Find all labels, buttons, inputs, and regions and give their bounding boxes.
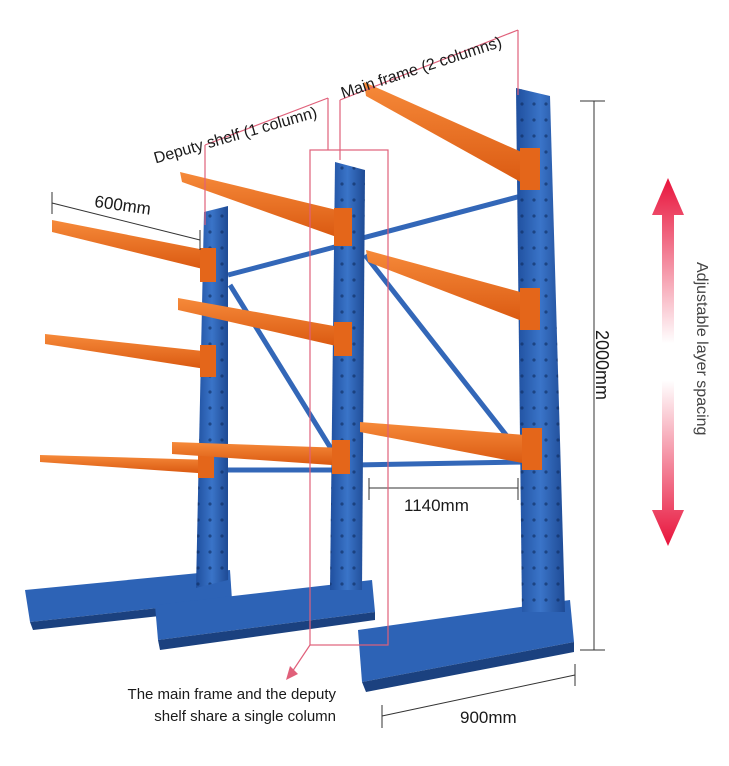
right-arms (360, 82, 542, 470)
bracing (227, 192, 526, 473)
base-width-label: 900mm (460, 708, 517, 727)
adjustable-arrow (652, 178, 684, 546)
adjustable-label: Adjustable layer spacing (693, 262, 710, 436)
height-label: 2000mm (592, 330, 612, 401)
column-spacing-label: 1140mm (404, 496, 469, 515)
shared-column-note-line1: The main frame and the deputy (127, 686, 336, 703)
callout-arrowhead (286, 666, 298, 680)
right-base (358, 600, 574, 692)
middle-base (155, 580, 375, 650)
left-column (196, 206, 228, 588)
callout-lines (204, 29, 519, 673)
dim-1140-lines (368, 478, 519, 500)
middle-arms (172, 172, 352, 474)
middle-column (330, 162, 365, 590)
left-arms (40, 220, 216, 478)
dim-600-lines (51, 192, 201, 250)
dim-900-lines (381, 664, 576, 728)
right-column (516, 88, 565, 612)
dim-2000-lines (580, 100, 605, 651)
shared-column-note-line2: shelf share a single column (154, 708, 336, 725)
